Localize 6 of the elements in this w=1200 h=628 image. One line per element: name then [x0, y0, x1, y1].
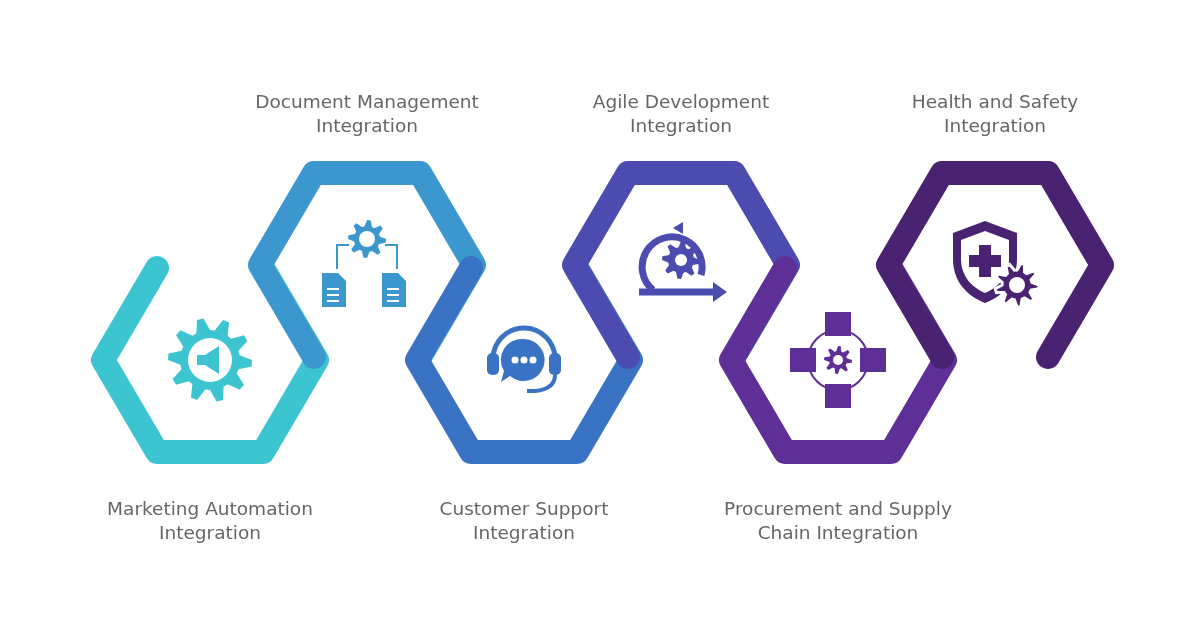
- hexagon-label: Health and Safety Integration: [910, 90, 1080, 138]
- hexagon-label: Customer Support Integration: [438, 497, 610, 545]
- hexagon-label: Agile Development Integration: [591, 90, 771, 138]
- hexagon-label: Marketing Automation Integration: [106, 497, 314, 545]
- hexagon-label: Document Management Integration: [254, 90, 480, 138]
- hexagon-label: Procurement and Supply Chain Integration: [723, 497, 953, 545]
